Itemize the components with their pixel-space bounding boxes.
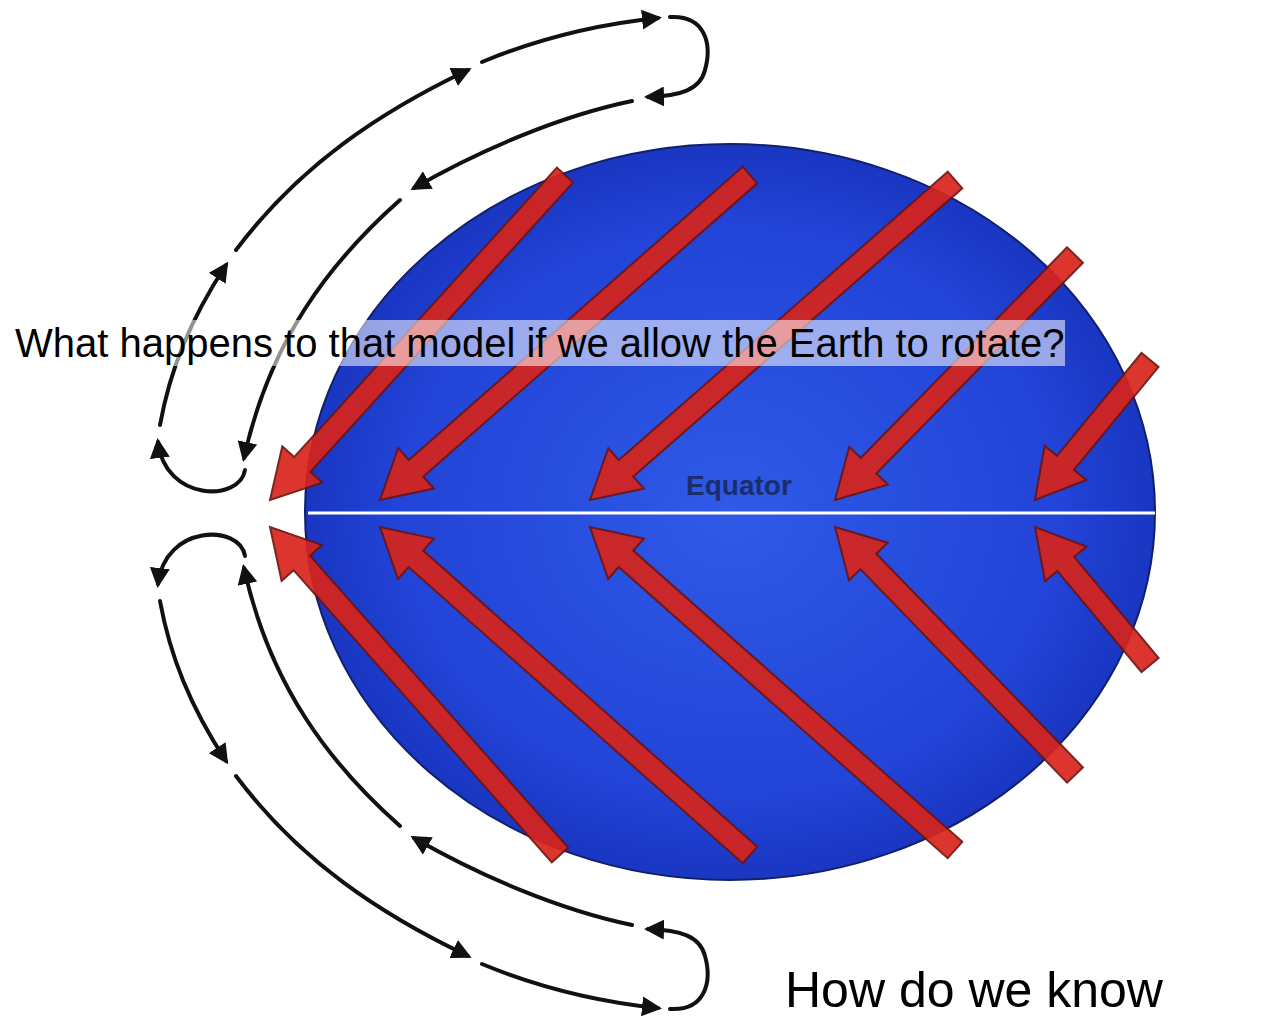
wind-arrow — [590, 527, 962, 858]
equator-line — [308, 512, 1155, 515]
trade-wind-arrows — [270, 167, 1159, 864]
slide-question: What happens to that model if we allow t… — [15, 320, 1065, 366]
wind-arrow — [380, 527, 757, 863]
equator-label: Equator — [686, 470, 792, 502]
wind-arrow — [1035, 527, 1159, 672]
slide-footer-text: How do we know — [785, 962, 1163, 1020]
earth-globe — [305, 144, 1155, 880]
circulation-cell-north — [158, 17, 708, 491]
wind-arrow — [1035, 353, 1159, 500]
circulation-cell-south — [158, 535, 708, 1009]
